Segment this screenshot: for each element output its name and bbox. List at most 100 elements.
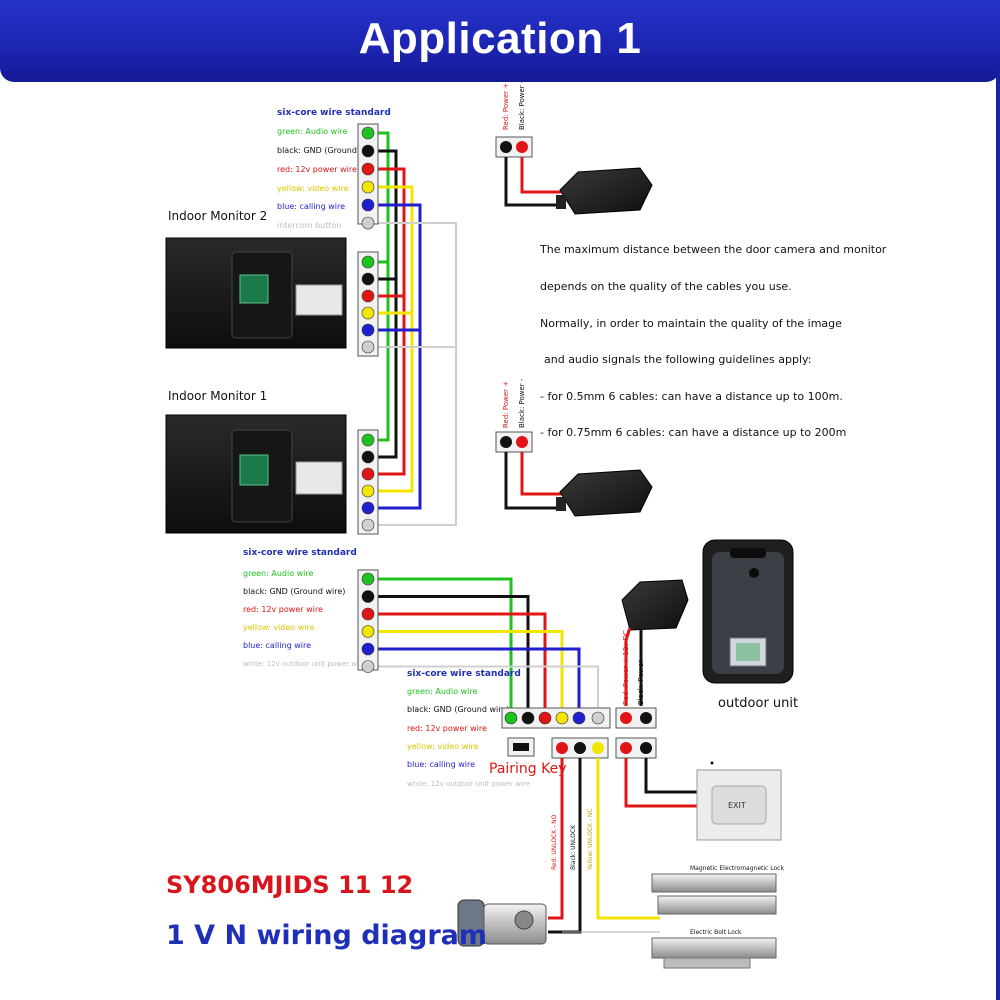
tb-m1-blue-terminal (361, 501, 375, 515)
power-adapter-outdoor (621, 579, 689, 631)
note-line: - for 0.5mm 6 cables: can have a distanc… (540, 390, 843, 403)
std-top-item: yellow: video wire (277, 184, 349, 193)
tb-top-black-terminal (361, 144, 375, 158)
note-line: The maximum distance between the door ca… (539, 243, 887, 256)
psu1-black-label: Black: Power - (518, 80, 526, 130)
indoor-monitor-1-label: Indoor Monitor 1 (168, 389, 267, 403)
terminal-block-monitor2 (357, 251, 379, 357)
tb-main-yellow-terminal (555, 711, 569, 725)
terminal-block-unlock (551, 737, 609, 759)
std-low-item: blue: calling wire (407, 760, 475, 769)
tb-main-black-terminal (521, 711, 535, 725)
note-line: depends on the quality of the cables you… (540, 280, 792, 293)
distance-notes: The maximum distance between the door ca… (539, 243, 887, 439)
std-mid-item: blue: calling wire (243, 641, 311, 650)
psu1-red-wire (520, 157, 568, 194)
unlock-yellow-wire (596, 758, 660, 920)
tb-main-white-terminal (591, 711, 605, 725)
tb-top-green-terminal (361, 126, 375, 140)
terminal-block-main (501, 707, 611, 729)
magnetic-lock (651, 873, 777, 915)
indoor-monitor-2 (165, 237, 347, 349)
tb-mid-blue-terminal (361, 642, 375, 656)
std-mid-item: black: GND (Ground wire) (243, 587, 345, 596)
blue-bus-wire (374, 203, 422, 510)
std-mid-item: yellow: video wire (243, 623, 315, 632)
tb-m1-green-terminal (361, 433, 375, 447)
tb-m2-blue-terminal (361, 323, 375, 337)
tb-main-green-terminal (504, 711, 518, 725)
psu2-red-wire (520, 452, 568, 496)
wire-standard-mid: six-core wire standard green: Audio wire… (243, 548, 366, 668)
psu-terminal-1 (495, 136, 533, 158)
tb-m1-black-terminal (361, 450, 375, 464)
psu-labels-2: Red: Power + Black: Power - (502, 378, 526, 428)
unlock-red-label: Red: UNLOCK - NO (551, 814, 558, 870)
std-low-item: red: 12v power wire (407, 724, 487, 733)
terminal-block-mid (357, 569, 379, 673)
psu-terminal-2 (495, 431, 533, 453)
tb-m2-yellow-terminal (361, 306, 375, 320)
std-mid-item: red: 12v power wire (243, 605, 323, 614)
red-bus-wire (374, 167, 406, 476)
exit-button: EXIT (696, 769, 782, 841)
unlock-wire-labels: Red: UNLOCK - NO Black: UNLOCK Yellow: U… (551, 808, 594, 871)
tb-main-blue-terminal (572, 711, 586, 725)
product-subtitle: 1 V N wiring diagram (166, 920, 487, 951)
psu2-black-label: Black: Power - (518, 378, 526, 428)
terminal-block-monitor1 (357, 429, 379, 535)
psu-labels-1: Red: Power + Black: Power - (502, 80, 526, 130)
std-top-item: black: GND (Ground wire) (277, 146, 379, 155)
std-low-item: yellow: video wire (407, 742, 479, 751)
electric-bolt-lock (651, 937, 777, 969)
exit-button-text: EXIT (728, 801, 746, 810)
green-bus-wire (374, 131, 390, 442)
tb-mid-yellow-terminal (361, 625, 375, 638)
electric-rim-lock (457, 899, 547, 947)
unlock-black-label: Black: UNLOCK (570, 824, 577, 870)
outdoor-unit (702, 539, 794, 684)
power-adapter-1 (556, 167, 653, 215)
std-top-heading: six-core wire standard (277, 108, 391, 118)
tb-top-white-terminal (361, 216, 375, 230)
power-adapter-2 (556, 469, 653, 517)
exit-black-wire (644, 758, 700, 794)
terminal-block-exit (615, 737, 657, 759)
bolt-lock-label: Electric Bolt Lock (690, 929, 742, 936)
tb-m2-black-terminal (361, 272, 375, 286)
psu1-red-label: Red: Power + (502, 83, 510, 130)
tb-m2-white-terminal (361, 340, 375, 354)
tb-m2-green-terminal (361, 255, 375, 269)
wire-standard-top: six-core wire standard green: Audio wire… (277, 108, 391, 230)
terminal-block-top (357, 123, 379, 230)
blue-outdoor-wire (374, 647, 581, 712)
product-model: SY806MJIDS 11 12 (166, 871, 413, 899)
outdoor-psu-black-label: Black: Power - (637, 655, 645, 705)
psu2-black-wire (504, 452, 560, 510)
std-low-item: green: Audio wire (407, 687, 478, 696)
yellow-outdoor-wire (374, 630, 564, 712)
tb-m1-white-terminal (361, 518, 375, 532)
outdoor-psu-red-label: Red: Power + 12v DC (622, 630, 630, 705)
note-line: Normally, in order to maintain the quali… (540, 317, 842, 330)
black-outdoor-wire (374, 595, 530, 712)
exit-button-dot (710, 761, 714, 765)
tb-mid-black-terminal (361, 590, 375, 603)
tb-mid-red-terminal (361, 607, 375, 621)
title-banner: Application 1 (0, 0, 1000, 82)
std-mid-item: green: Audio wire (243, 569, 314, 578)
unlock-red-wire (548, 758, 564, 920)
std-mid-heading: six-core wire standard (243, 548, 357, 558)
std-low-item: black: GND (Ground wire) (407, 705, 509, 714)
std-mid-item: white: 12v outdoor unit power wire (243, 660, 366, 668)
tb-top-blue-terminal (361, 198, 375, 212)
std-top-item: red: 12v power wire (277, 165, 357, 174)
outdoor-psu-red-wire (624, 627, 632, 706)
wire-group (374, 131, 599, 712)
page-title: Application 1 (358, 14, 642, 63)
red-outdoor-wire (374, 612, 547, 712)
wire-standard-low: six-core wire standard green: Audio wire… (407, 669, 530, 788)
std-low-heading: six-core wire standard (407, 669, 521, 679)
black-bus-wire (374, 149, 398, 459)
pairing-key-switch[interactable] (507, 737, 535, 757)
